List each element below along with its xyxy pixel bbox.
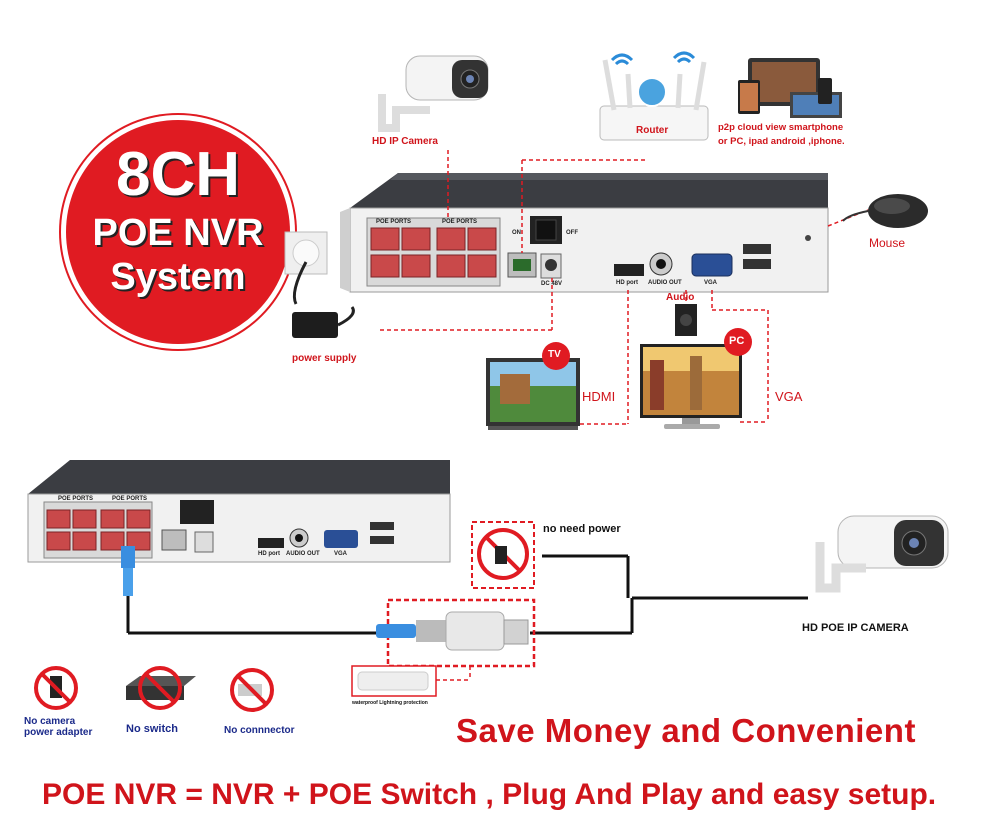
tv-icon	[486, 342, 580, 430]
connector-callout-line	[436, 666, 471, 681]
rj45-plug-blue	[121, 546, 135, 596]
hdmi-port	[614, 264, 644, 276]
top-connection-diagram	[284, 51, 928, 430]
label-hdmi: HDMI	[582, 389, 616, 404]
panel-b-poe-ports-2: POE PORTS	[112, 496, 148, 502]
label-router: Router	[636, 125, 669, 136]
badge-line-system: System	[110, 256, 246, 298]
waterproof-connector-icon	[376, 611, 529, 651]
footer-tagline: POE NVR = NVR + POE Switch , Plug And Pl…	[42, 778, 937, 811]
label-no-switch: No switch	[126, 723, 178, 735]
panel-b-vga: VGA	[334, 551, 348, 557]
panel-dc48v: DC 48V	[541, 281, 563, 287]
panel-b-poe-ports-1: POE PORTS	[58, 496, 94, 502]
panel-poe-ports-2: POE PORTS	[442, 219, 478, 225]
poe-cable	[126, 554, 808, 635]
tv-badge-label: TV	[548, 349, 561, 360]
label-audio: Audio	[666, 292, 695, 303]
nvr-recorder-bottom	[27, 460, 451, 563]
no-camera-adapter-icon	[34, 666, 78, 710]
label-hd-poe-ip-camera: HD POE IP CAMERA	[802, 622, 909, 634]
label-no-need-power: no need power	[543, 523, 621, 535]
label-no-camera-adapter-line2: power adapter	[24, 727, 93, 738]
pc-monitor-icon	[640, 328, 752, 429]
no-switch-icon	[126, 666, 196, 710]
label-no-connector: No connnector	[224, 725, 295, 736]
label-no-camera-adapter: No camera power adapter	[24, 716, 92, 738]
panel-on: ON	[512, 230, 521, 236]
panel-b-hd-port: HD port	[258, 551, 280, 557]
panel-vga: VGA	[704, 280, 718, 286]
panel-audio-out: AUDIO OUT	[648, 280, 682, 286]
panel-poe-ports-1: POE PORTS	[376, 219, 412, 225]
usb-port-1	[743, 244, 771, 254]
label-vga: VGA	[775, 389, 803, 404]
product-badge: 8CH POE NVR System	[66, 120, 290, 344]
label-hd-ip-camera: HD IP Camera	[372, 136, 438, 147]
hd-ip-camera-top-icon	[378, 55, 489, 132]
headline-save-money: Save Money and Convenient	[456, 712, 916, 749]
connector-highlight-box	[386, 598, 536, 668]
bottom-connection-diagram	[27, 460, 949, 712]
mouse-icon	[842, 194, 928, 228]
pc-badge-label: PC	[729, 335, 745, 347]
panel-hd-port: HD port	[616, 280, 638, 286]
panel-off: OFF	[566, 230, 578, 236]
label-mouse: Mouse	[869, 236, 906, 250]
label-p2p-line2: or PC, ipad android ,iphone.	[718, 136, 845, 147]
badge-line-8ch: 8CH	[115, 140, 241, 209]
no-connector-icon	[230, 668, 274, 712]
label-waterproof: waterproof Lightning protection	[352, 700, 428, 706]
power-supply-icon	[284, 231, 355, 338]
vga-port	[691, 253, 733, 277]
hd-poe-ip-camera-icon	[815, 515, 949, 593]
label-no-camera-adapter-line1: No camera	[24, 716, 76, 727]
poe-ports	[370, 227, 497, 278]
label-p2p-line1: p2p cloud view smartphone	[718, 122, 844, 133]
router-icon	[599, 51, 709, 141]
usb-port-2	[743, 259, 771, 269]
label-power-supply: power supply	[292, 353, 357, 364]
panel-b-audio-out: AUDIO OUT	[286, 551, 320, 557]
badge-line-poe-nvr: POE NVR	[92, 212, 264, 254]
no-power-adapter-icon	[471, 521, 535, 589]
smart-devices-icon	[738, 58, 842, 118]
